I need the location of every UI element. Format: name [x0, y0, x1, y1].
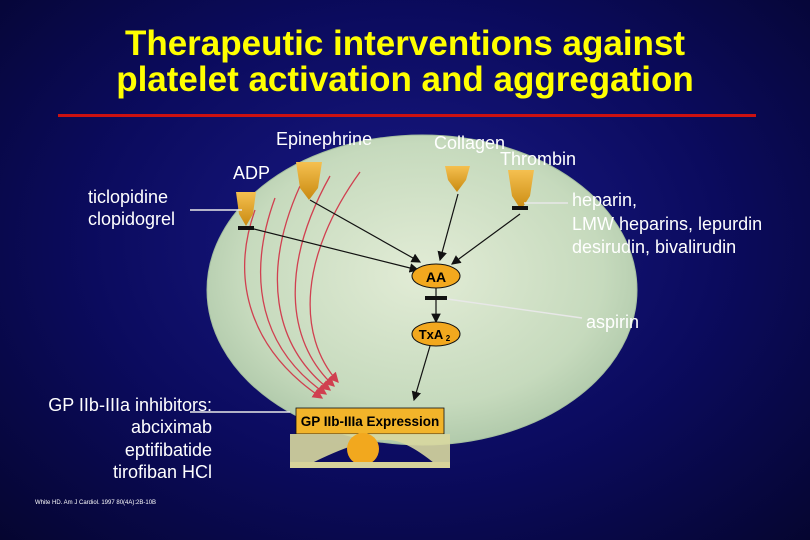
inhibitor-lines [190, 202, 583, 413]
label-heparin: heparin, [572, 190, 638, 210]
txa2-label: TxA [419, 327, 444, 342]
title-line-1: Therapeutic interventions against [124, 24, 686, 63]
receptor-thrombin [508, 170, 534, 210]
title-line-2: platelet activation and aggregation [116, 60, 694, 99]
receptor-epinephrine [296, 162, 322, 200]
gp-receptor-bulb [347, 433, 379, 465]
label-epinephrine: Epinephrine [276, 129, 373, 149]
txa2-node [411, 321, 461, 347]
label-collagen: Collagen [434, 133, 506, 153]
txa2-subscript: 2 [446, 334, 451, 343]
citation: White HD. Am J Cardiol. 1997 80(4A):2B-1… [35, 500, 157, 506]
gp-expression-box [295, 407, 445, 435]
aspirin-block-bar [425, 296, 447, 300]
title-underline [58, 114, 756, 117]
gp-receptor-base [290, 462, 450, 468]
aa-label: AA [426, 269, 446, 285]
label-ticlopidine: ticlopidine [88, 187, 169, 207]
label-desirudin: desirudin, bivalirudin [572, 237, 737, 257]
receptor-collagen [445, 166, 470, 192]
label-adp: ADP [233, 163, 271, 183]
label-gp-inhibitors: GP IIb-IIIa inhibitors: [48, 395, 212, 415]
gp-receptor-shape [290, 434, 450, 468]
label-aspirin: aspirin [586, 312, 640, 332]
gp-expression-label: GP IIb-IIIa Expression [301, 414, 440, 429]
black-pathway-arrows [249, 193, 521, 402]
label-lmw-heparins: LMW heparins, lepurdin [572, 214, 763, 234]
thrombin-block-bar [512, 206, 528, 210]
label-eptifibatide: eptifibatide [124, 440, 212, 460]
aa-node [411, 263, 461, 289]
label-tirofiban: tirofiban HCl [112, 462, 212, 482]
adp-block-bar [238, 226, 254, 230]
red-pathway-arrows [244, 171, 361, 399]
slide-title: Therapeutic interventions against platel… [0, 26, 810, 98]
receptor-adp [236, 192, 256, 226]
platelet-cell [206, 134, 638, 446]
label-clopidogrel: clopidogrel [88, 209, 176, 229]
label-abciximab: abciximab [130, 417, 212, 437]
label-thrombin: Thrombin [500, 149, 577, 169]
